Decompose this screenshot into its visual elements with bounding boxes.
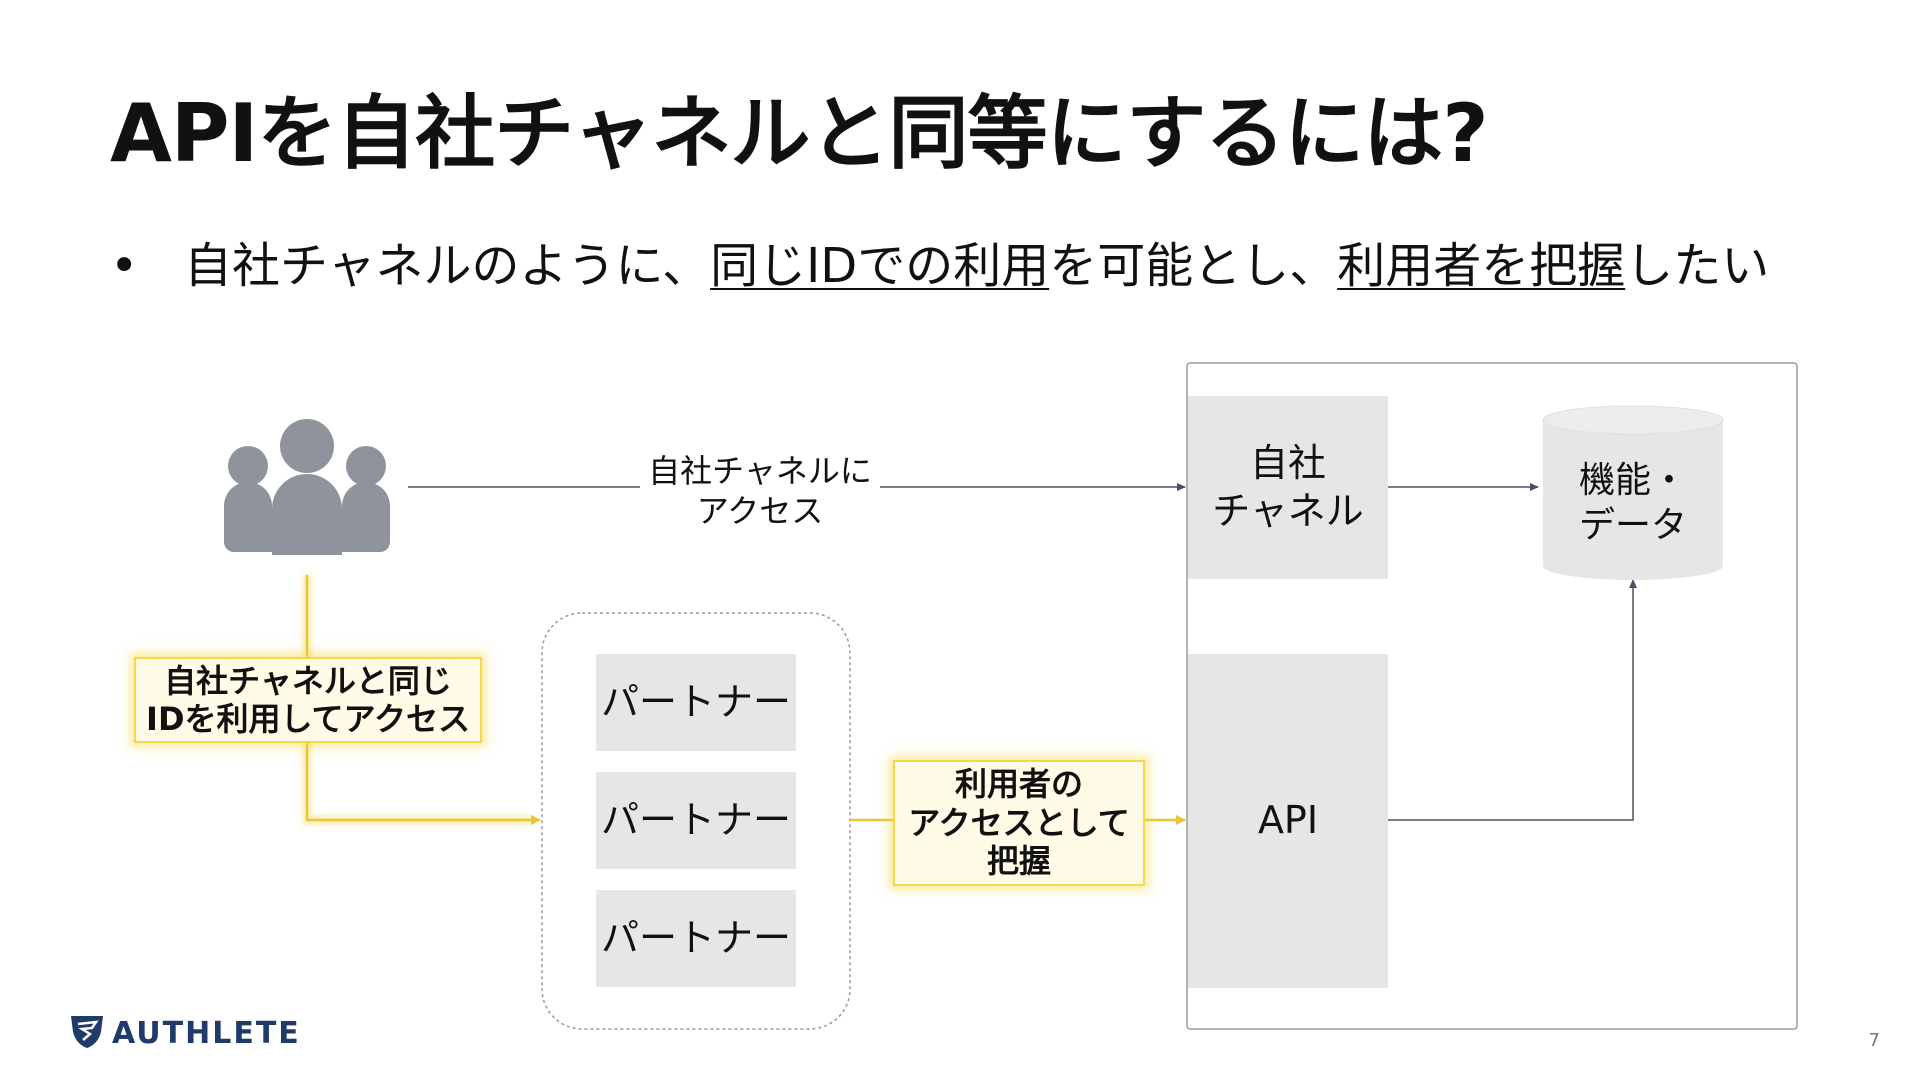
own-channel-line-2: チャネル [1212, 488, 1364, 533]
page-number: 7 [1868, 1030, 1880, 1051]
bullet-text-1: 自社チャネルのように、 [184, 238, 711, 294]
data-store-line-1: 機能・ [1579, 460, 1688, 501]
arrow-users-to-partners [305, 575, 541, 825]
partner-label: パートナー [600, 679, 791, 724]
bullet-underlined-2: 利用者を把握 [1337, 238, 1626, 294]
partner-box-3: パートナー [596, 890, 796, 987]
partner-label: パートナー [600, 797, 791, 842]
left-highlight-line-1: 自社チャネルと同じ [164, 661, 452, 700]
arrow-top-label-line-1: 自社チャネルに [648, 452, 872, 490]
mid-highlight-line-1: 利用者の [954, 765, 1083, 804]
partner-label: パートナー [600, 915, 791, 960]
system-frame [1186, 362, 1798, 1030]
left-highlight-line-2: IDを利用してアクセス [146, 700, 470, 738]
partner-box-2: パートナー [596, 772, 796, 869]
users-icon [224, 419, 390, 555]
authlete-logo-icon [71, 1016, 103, 1048]
bullet-text-3: したい [1625, 238, 1770, 294]
bullet-text-2: を可能とし、 [1049, 238, 1338, 294]
arrow-top-label-line-2: アクセス [696, 492, 824, 530]
own-channel-box: 自社 チャネル [1188, 396, 1388, 579]
data-store-line-2: データ [1579, 505, 1688, 546]
left-highlight-callout: 自社チャネルと同じ IDを利用してアクセス [134, 657, 482, 743]
api-label: API [1257, 798, 1319, 843]
data-store-cylinder [1542, 405, 1724, 580]
partner-box-1: パートナー [596, 654, 796, 751]
bullet-item: • 自社チャネルのように、同じIDでの利用を可能とし、利用者を把握したい [110, 238, 1769, 296]
bullet-underlined-1: 同じIDでの利用 [710, 238, 1050, 294]
bullet-marker: • [110, 238, 139, 294]
page-title: APIを自社チャネルと同等にするには? [110, 87, 1489, 180]
api-box: API [1188, 654, 1388, 988]
arrow-api-to-data [1388, 579, 1637, 821]
own-channel-line-1: 自社 [1249, 441, 1326, 485]
mid-highlight-callout: 利用者の アクセスとして 把握 [893, 760, 1145, 886]
data-store-label: 機能・ データ [1543, 458, 1723, 548]
arrow-top-label: 自社チャネルに アクセス [640, 451, 880, 531]
mid-highlight-line-2: アクセスとして [908, 803, 1130, 842]
authlete-logo-text: AUTHLETE [112, 1016, 301, 1051]
mid-highlight-line-3: 把握 [986, 842, 1051, 881]
